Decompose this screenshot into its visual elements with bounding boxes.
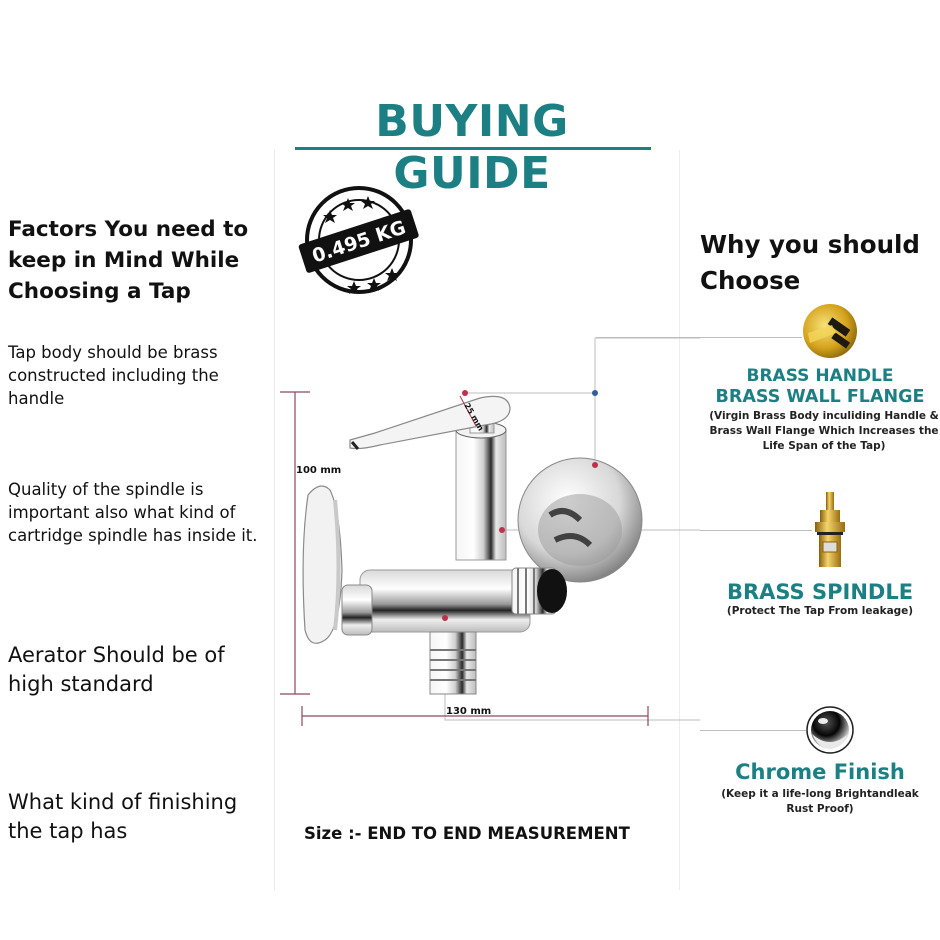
feature-chrome-description: (Keep it a life-long Brightandleak Rust … xyxy=(721,788,919,815)
brass-cartridge-spindle-icon xyxy=(815,492,845,567)
left-column-heading: Factors You need to keep in Mind While C… xyxy=(8,217,249,304)
feature-brass-spindle-title: BRASS SPINDLE xyxy=(726,580,914,604)
connector-line-2 xyxy=(700,530,812,531)
feature-brass-spindle-description: (Protect The Tap From leakage) xyxy=(726,605,914,617)
feature-chrome-icon-wrap xyxy=(806,706,854,754)
feature-brass-handle-description: (Virgin Brass Body inculiding Handle & B… xyxy=(709,410,939,452)
factor-point-4: What kind of finishing the tap has xyxy=(8,790,238,843)
size-label: Size :- END TO END MEASUREMENT xyxy=(304,824,630,843)
feature-chrome-title: Chrome Finish xyxy=(735,760,905,784)
size-value: END TO END MEASUREMENT xyxy=(367,824,630,843)
right-column-heading: Why you should Choose xyxy=(700,230,920,295)
angle-valve-tap-image: 25 mm xyxy=(280,337,800,726)
factor-point-1: Tap body should be brass constructed inc… xyxy=(8,343,219,408)
weight-badge: 0.495 KG xyxy=(296,184,422,296)
product-image: 25 mm xyxy=(280,330,800,740)
page-title: BUYING GUIDE xyxy=(375,96,569,199)
feature-brass-handle-title: BRASS HANDLE BRASS WALL FLANGE xyxy=(715,366,925,407)
size-prefix: Size :- xyxy=(304,824,368,843)
panel-divider-right xyxy=(679,150,680,890)
svg-text:130 mm: 130 mm xyxy=(446,706,491,717)
connector-line-3 xyxy=(700,730,806,731)
factor-point-2: Quality of the spindle is important also… xyxy=(8,480,258,545)
factor-point-3: Aerator Should be of high standard xyxy=(8,643,225,696)
connector-line-1 xyxy=(596,337,802,338)
star-stamp-icon: 0.495 KG xyxy=(298,186,419,294)
brass-bar-icon xyxy=(803,304,857,358)
feature-brass-spindle-icon-wrap xyxy=(812,490,848,572)
svg-text:100 mm: 100 mm xyxy=(296,465,341,476)
chrome-ball-icon xyxy=(806,706,854,754)
title-underline xyxy=(295,147,651,150)
panel-divider-left xyxy=(274,150,275,890)
feature-brass-handle-icon-wrap xyxy=(802,303,858,359)
